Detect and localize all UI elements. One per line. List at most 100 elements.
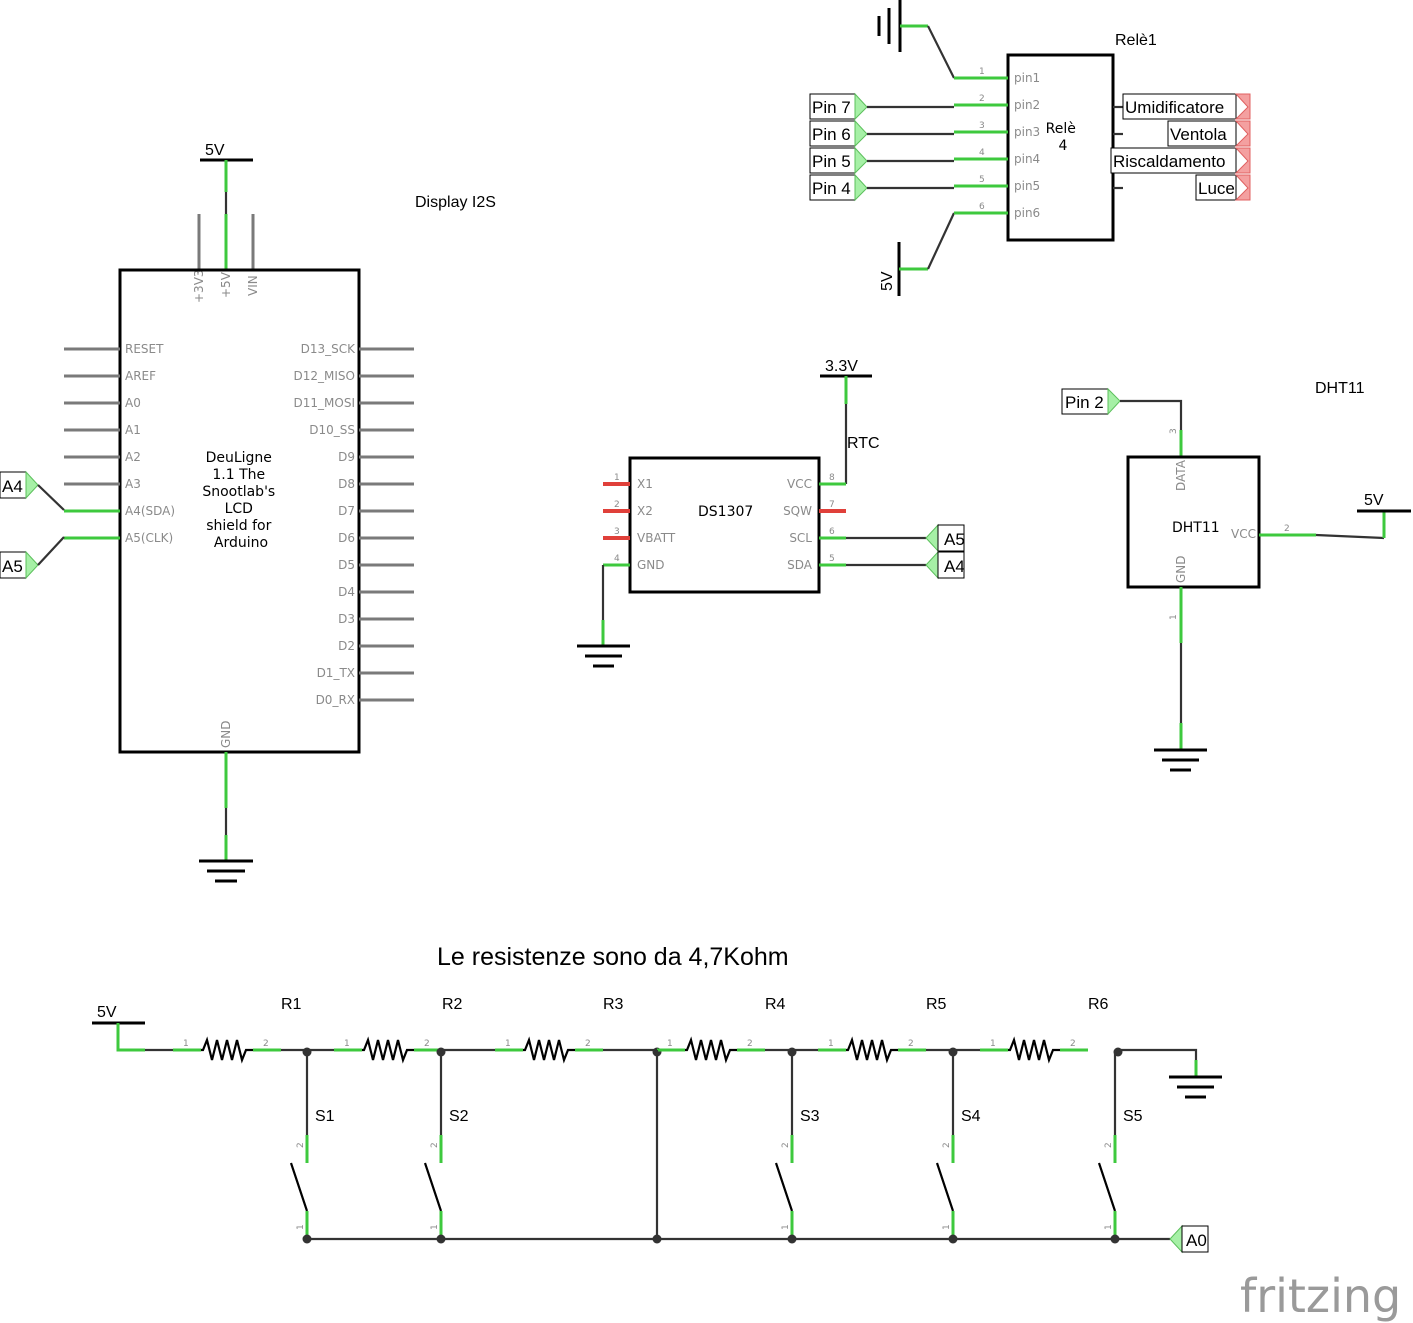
net-label-tab (854, 146, 868, 175)
switch-label: S3 (800, 1108, 820, 1125)
pin-label: SCL (789, 531, 812, 545)
net-label-box (1110, 147, 1237, 174)
pin-number: 3 (614, 527, 620, 537)
pin-number: 1 (344, 1039, 350, 1049)
resistor (201, 1036, 253, 1064)
rtc-title: RTC (847, 435, 880, 452)
pin-number: 2 (296, 1142, 306, 1148)
ladder-supply-label: 5V (97, 1004, 117, 1021)
pin-number: 6 (829, 527, 835, 537)
pin-label: pin2 (1014, 98, 1040, 112)
pin-label: D4 (338, 585, 355, 599)
pin-number: 1 (990, 1039, 996, 1049)
switch-lever (774, 1162, 794, 1212)
pin-label: VCC (1231, 527, 1256, 541)
resistor (523, 1036, 575, 1064)
pin-number: 1 (614, 473, 620, 483)
pin-label: D3 (338, 612, 355, 626)
pin-label: A1 (125, 423, 141, 437)
svg-text:A0: A0 (1186, 1231, 1207, 1250)
rtc-chip-name: DS1307 (698, 504, 753, 520)
net-label-text: Pin 4 (812, 179, 851, 198)
net-label-pin2: Pin 2 (1061, 387, 1121, 416)
net-label-text: Ventola (1170, 125, 1227, 144)
relay-supply-label: 5V (879, 271, 896, 291)
svg-text:A4: A4 (944, 557, 965, 576)
pin-label: pin5 (1014, 179, 1040, 193)
ground-symbol (1154, 748, 1207, 772)
relay-body-text: Relè 4 (1046, 121, 1081, 154)
pin-label: X2 (637, 504, 653, 518)
pin-label: D13_SCK (301, 342, 357, 356)
pin-number: 2 (614, 500, 620, 510)
pin-label: A5(CLK) (125, 531, 173, 545)
resistor (362, 1036, 414, 1064)
ground-symbol (1169, 1075, 1222, 1099)
pin-label: pin4 (1014, 152, 1040, 166)
pin-number: 2 (942, 1142, 952, 1148)
pin-label: X1 (637, 477, 653, 491)
net-label-tab (854, 119, 868, 148)
pin-label: D7 (338, 504, 355, 518)
net-label-tab (1234, 147, 1251, 174)
pin-number: 1 (781, 1224, 791, 1230)
pin-label: GND (219, 720, 233, 748)
dht-title: DHT11 (1315, 380, 1365, 397)
pin-label: VIN (246, 275, 260, 296)
net-label-text: Riscaldamento (1113, 152, 1225, 171)
pin-number: 8 (829, 473, 835, 483)
pin-label: A4(SDA) (125, 504, 175, 518)
pin-label: D12_MISO (294, 369, 355, 383)
net-label-tab (854, 173, 868, 202)
net-label-box (809, 120, 856, 147)
pin-label: D8 (338, 477, 355, 491)
net-label-box (1122, 93, 1237, 120)
pin-number: 5 (829, 554, 835, 564)
pin-number: 2 (1104, 1142, 1114, 1148)
rtc-supply-label: 3.3V (825, 358, 858, 375)
pin-label: DATA (1174, 459, 1188, 491)
resistor-label: R5 (926, 996, 947, 1013)
pin-number: 4 (614, 554, 620, 564)
wire (37, 536, 65, 566)
wire (927, 25, 955, 79)
pin-number: 2 (781, 1142, 791, 1148)
resistor-label: R1 (281, 996, 302, 1013)
resistor (1008, 1036, 1060, 1064)
pin-label: A2 (125, 450, 141, 464)
net-label-tab (1234, 120, 1251, 147)
net-label-a5: A5 (0, 550, 39, 580)
pin-number: 3 (979, 121, 985, 131)
pin-number: 4 (979, 148, 985, 158)
net-label-text: Umidificatore (1125, 98, 1224, 117)
net-label-box (1167, 120, 1237, 147)
pin-label: RESET (125, 342, 164, 356)
pin-number: 2 (424, 1039, 430, 1049)
pin-number: 2 (1070, 1039, 1076, 1049)
pin-label: D11_MOSI (294, 396, 355, 410)
pin-label: pin6 (1014, 206, 1040, 220)
watermark-logo: fritzing (1240, 1269, 1401, 1323)
switch-label: S4 (961, 1108, 981, 1125)
net-label-tab (1234, 93, 1251, 120)
pin-label: GND (637, 558, 665, 572)
net-label-tab (854, 92, 868, 121)
pin-label: D5 (338, 558, 355, 572)
pin-label: A0 (125, 396, 141, 410)
svg-text:A4: A4 (2, 477, 23, 496)
pin-number: 2 (908, 1039, 914, 1049)
arduino-right-pins: D13_SCKD12_MISOD11_MOSID10_SSD9D8D7D6D5D… (294, 342, 414, 707)
wire (37, 484, 65, 511)
pin-number: 1 (828, 1039, 834, 1049)
arduino-body-text: DeuLigne 1.1 The Snootlab's LCD shield f… (202, 450, 279, 551)
pin-label: +5V (219, 271, 233, 298)
net-label-text: Pin 5 (812, 152, 851, 171)
switch-label: S2 (449, 1108, 469, 1125)
pin-number: 2 (979, 94, 985, 104)
pin-label: GND (1174, 555, 1188, 583)
pin-number: 2 (1284, 524, 1290, 534)
